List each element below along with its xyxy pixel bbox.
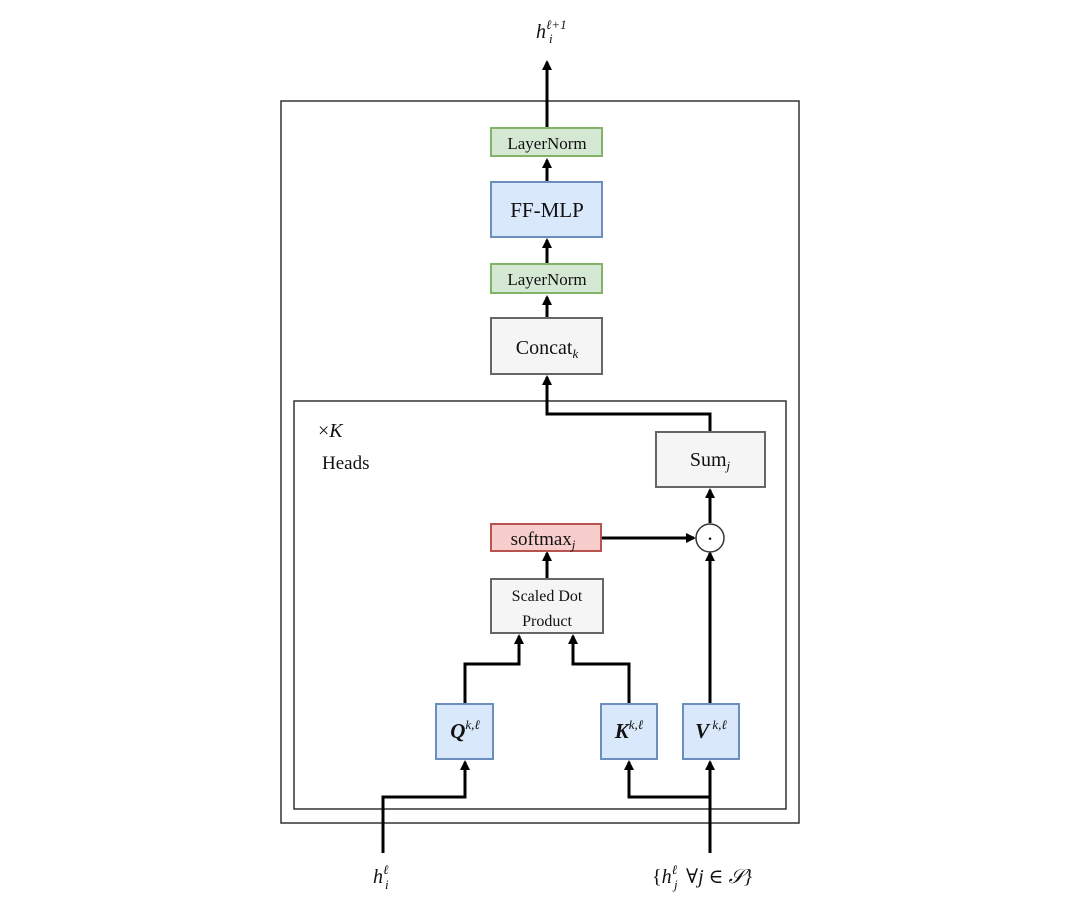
concat-box: Concatk bbox=[490, 317, 603, 375]
dot-product-operator: · bbox=[695, 523, 725, 553]
key-label: Kk,ℓ bbox=[614, 717, 644, 743]
layernorm-bottom-box: LayerNorm bbox=[490, 263, 603, 294]
query-label: Qk,ℓ bbox=[450, 717, 480, 743]
input-to-k-arrow bbox=[624, 760, 710, 799]
concat-label: Concatk bbox=[516, 337, 579, 361]
q-to-scaled-arrow bbox=[463, 634, 524, 704]
sum-to-concat-arrow bbox=[542, 375, 712, 432]
query-box: Qk,ℓ bbox=[435, 703, 494, 760]
input-right-label: {hℓ ∀j ∈ 𝒮} bbox=[652, 862, 752, 888]
input-to-q-arrow bbox=[381, 760, 470, 853]
sum-label: Sumj bbox=[690, 449, 731, 473]
softmax-box: softmaxj bbox=[490, 523, 602, 552]
scaled-dot-line2: Product bbox=[522, 613, 572, 630]
input-left-sub: i bbox=[385, 877, 389, 892]
heads-label: Heads bbox=[322, 453, 369, 474]
dot-symbol: · bbox=[706, 526, 713, 551]
ff-mlp-box: FF-MLP bbox=[490, 181, 603, 238]
heads-multiplier-label: ×K bbox=[318, 420, 344, 442]
key-box: Kk,ℓ bbox=[600, 703, 658, 760]
layernorm-bottom-label: LayerNorm bbox=[507, 270, 586, 289]
input-right-sub: j bbox=[672, 877, 678, 892]
output-label: hℓ+1 bbox=[536, 17, 567, 43]
layernorm-top-label: LayerNorm bbox=[507, 134, 586, 153]
k-to-scaled-arrow bbox=[568, 634, 631, 704]
output-label-sub: i bbox=[549, 31, 553, 46]
layernorm-top-box: LayerNorm bbox=[490, 127, 603, 157]
ff-mlp-label: FF-MLP bbox=[510, 198, 584, 222]
softmax-label: softmaxj bbox=[511, 529, 576, 552]
input-left-label: hℓ bbox=[373, 862, 389, 888]
connectors bbox=[381, 60, 715, 853]
sum-box: Sumj bbox=[655, 431, 766, 488]
scaled-dot-product-box: Scaled Dot Product bbox=[490, 578, 604, 634]
scaled-dot-line1: Scaled Dot bbox=[512, 588, 583, 605]
heads-frame bbox=[293, 400, 787, 810]
value-label: V k,ℓ bbox=[695, 717, 727, 743]
outer-block-frame bbox=[280, 100, 800, 824]
value-box: V k,ℓ bbox=[682, 703, 740, 760]
